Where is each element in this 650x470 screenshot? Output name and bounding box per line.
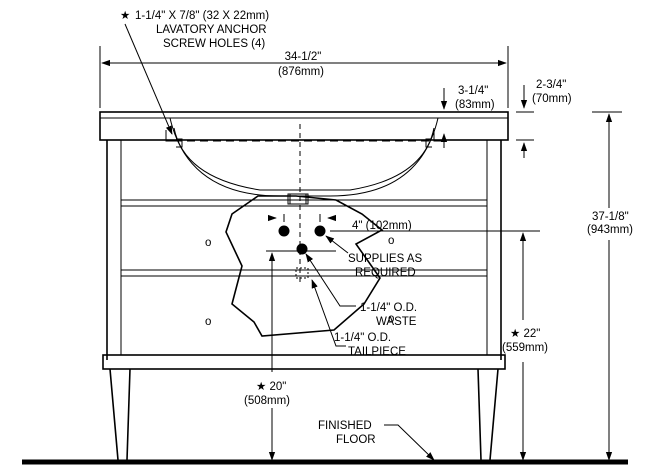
plumbing-cutout <box>225 195 384 337</box>
rim-mm: (70mm) <box>532 93 572 105</box>
deck-mm: (83mm) <box>455 99 495 111</box>
waste-outlet <box>266 243 336 279</box>
supply-spacing-dimension: 4" (102mm) <box>352 220 412 232</box>
supplies-line2: REQUIRED <box>355 267 416 279</box>
overall-height-dimension: 37-1/8" (943mm) <box>587 111 633 461</box>
floor-callout: FINISHED FLOOR <box>318 420 435 461</box>
supply-spacing: 4" (102mm) <box>352 220 412 232</box>
rim-in: 2-3/4" <box>536 79 566 91</box>
anchor-line1: 1-1/4" X 7/8" (32 X 22mm) <box>135 10 269 22</box>
knob-right-bottom: o <box>388 313 394 325</box>
supply-height-in: ★ 22" <box>510 328 540 340</box>
supply-stubs <box>267 214 337 237</box>
supplies-callout: SUPPLIES AS REQUIRED <box>325 235 422 279</box>
waste-height-mm: (508mm) <box>244 395 290 407</box>
lavatory-basin <box>169 117 439 197</box>
drain-tailpiece <box>287 193 309 205</box>
supply-height-dimension: ★ 22" (559mm) <box>330 230 548 461</box>
anchor-screw-holes <box>165 130 442 148</box>
drawer-knobs: o o o o <box>205 235 394 328</box>
waste-height-in: ★ 20" <box>256 381 286 393</box>
width-dimension: 34-1/2" (876mm) <box>99 46 509 108</box>
tailpiece-line2: TAILPIECE <box>348 346 406 358</box>
waste-callout: 1-1/4" O.D. WASTE <box>305 253 417 328</box>
tailpiece-line1: 1-1/4" O.D. <box>334 332 391 344</box>
knob-left-top: o <box>205 237 211 249</box>
supply-height-mm: (559mm) <box>502 342 548 354</box>
deck-dimension: 3-1/4" (83mm) <box>436 85 495 148</box>
waste-line1: 1-1/4" O.D. <box>360 302 417 314</box>
countertop <box>99 111 509 141</box>
floor-line2: FLOOR <box>336 434 376 446</box>
anchor-line3: SCREW HOLES (4) <box>163 38 265 50</box>
vanity-legs <box>109 368 499 461</box>
knob-left-bottom: o <box>205 316 211 328</box>
deck-in: 3-1/4" <box>458 85 488 97</box>
width-in: 34-1/2" <box>285 51 322 63</box>
waste-line2: WASTE <box>376 316 417 328</box>
overall-height-in: 37-1/8" <box>592 211 629 223</box>
rim-dimension: 2-3/4" (70mm) <box>516 79 572 158</box>
anchor-line2: LAVATORY ANCHOR <box>156 24 267 36</box>
knob-right-top: o <box>388 235 394 247</box>
anchor-star: ★ <box>120 10 130 22</box>
supplies-line1: SUPPLIES AS <box>348 253 422 265</box>
width-mm: (876mm) <box>278 66 324 78</box>
vanity-cabinet <box>102 140 506 370</box>
waste-height-dimension: ★ 20" (508mm) <box>244 252 290 461</box>
tailpiece-callout: 1-1/4" O.D. TAILPIECE <box>311 279 406 358</box>
anchor-callout: ★ 1-1/4" X 7/8" (32 X 22mm) LAVATORY ANC… <box>120 10 269 135</box>
overall-height-mm: (943mm) <box>587 224 633 236</box>
floor-line1: FINISHED <box>318 420 372 432</box>
